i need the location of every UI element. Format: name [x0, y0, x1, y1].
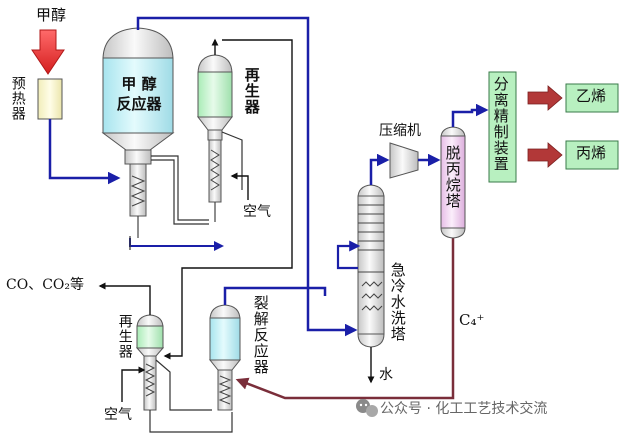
- depropanizer-label: 脱丙烷塔: [443, 145, 462, 209]
- depropanizer: [440, 126, 466, 239]
- methanol-reactor-label: 甲 醇 反应器: [116, 75, 162, 114]
- bottom-transfer-line-2: [149, 410, 233, 433]
- quench-tower: [357, 184, 385, 348]
- regenerator-top-label: 再生器: [242, 67, 261, 115]
- water-label: 水: [379, 367, 393, 383]
- ethylene-label: 乙烯: [576, 87, 607, 105]
- reactor-product-line: [136, 16, 358, 337]
- propylene-arrow: [527, 142, 563, 168]
- co-co2-label: CO、CO₂等: [6, 277, 84, 293]
- regenerator-bottom: [135, 314, 165, 411]
- preheater: [37, 78, 63, 120]
- regenerator-top: [196, 54, 234, 222]
- quench-overhead-line: [369, 153, 390, 185]
- propylene-box: [565, 140, 619, 170]
- propylene-label: 丙烯: [576, 144, 607, 162]
- cracking-reactor-label: 裂解反应器: [251, 295, 270, 375]
- methanol-reactor: [101, 27, 175, 238]
- air-top-line: [230, 172, 249, 200]
- ethylene-box: [565, 83, 619, 113]
- catalyst-return-line: [151, 159, 209, 225]
- reactor-bottom-manifold: [129, 238, 224, 251]
- separation-unit: [488, 71, 517, 183]
- preheater-outlet-line: [48, 119, 121, 185]
- air-bottom-label: 空气: [104, 407, 132, 423]
- wechat-icon: [356, 399, 378, 417]
- quench-tower-label: 急冷水洗塔: [388, 262, 407, 342]
- methanol-feed-arrow: [31, 29, 65, 75]
- preheater-label: 预热器: [9, 76, 26, 121]
- methanol-label: 甲醇: [36, 6, 67, 24]
- watermark-text: 公众号 · 化工工艺技术交流: [380, 401, 548, 417]
- compressor: [389, 142, 419, 179]
- c4-recycle-line: [235, 236, 455, 400]
- reactor-to-bottom-regenerator-line: [163, 39, 293, 360]
- ethylene-arrow: [527, 85, 563, 111]
- cracking-product-line: [223, 286, 327, 305]
- separation-unit-label: 分离精制装置: [491, 76, 510, 172]
- c4-plus-label: C₄⁺: [459, 311, 485, 329]
- bottom-transfer-line: [155, 359, 212, 411]
- air-bottom-line: [121, 366, 146, 402]
- co-co2-outlet-line: [98, 282, 151, 315]
- regenerator-top-return: [221, 131, 243, 190]
- catalyst-transfer-line: [151, 155, 209, 221]
- cracking-reactor: [208, 304, 242, 411]
- compressor-label: 压缩机: [379, 123, 421, 139]
- quench-side-loop: [336, 240, 361, 270]
- air-top-label: 空气: [243, 204, 271, 220]
- regenerator-bottom-label: 再生器: [116, 314, 133, 359]
- depropanizer-overhead-line: [451, 103, 489, 127]
